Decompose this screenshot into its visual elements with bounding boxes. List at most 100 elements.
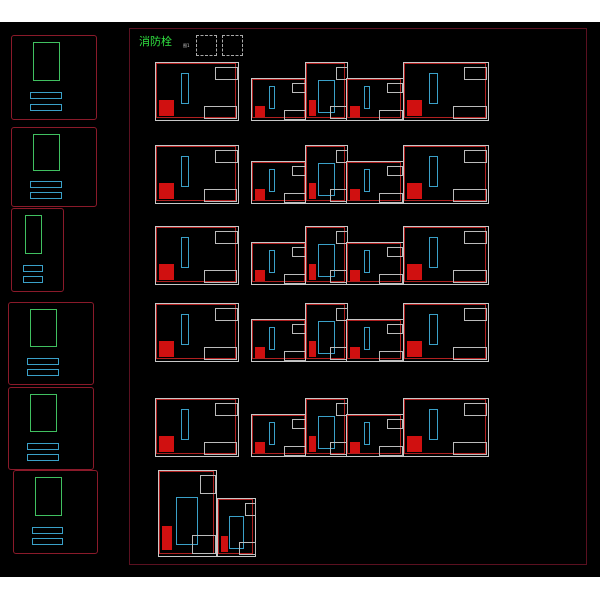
title-block bbox=[452, 188, 487, 203]
stamp-block bbox=[200, 475, 217, 494]
door-detail bbox=[268, 250, 275, 273]
door-detail bbox=[268, 86, 275, 109]
sheet-r2-a bbox=[155, 145, 239, 204]
sheet-r1-b bbox=[251, 78, 308, 121]
notes-block bbox=[309, 100, 317, 116]
sheet-border bbox=[306, 146, 345, 201]
title-block bbox=[283, 109, 307, 120]
title-block bbox=[203, 346, 237, 361]
sheet-border bbox=[404, 227, 486, 282]
sheet-r4-c bbox=[305, 303, 348, 362]
sheet-r4-b bbox=[251, 319, 308, 362]
door-detail bbox=[268, 327, 275, 350]
stamp-block bbox=[464, 231, 488, 245]
notes-block bbox=[350, 269, 361, 282]
sheet-r4-d bbox=[346, 319, 404, 362]
door-section bbox=[30, 92, 62, 100]
door-elevation bbox=[30, 394, 58, 433]
stamp-block bbox=[244, 503, 256, 517]
stamp-block bbox=[335, 308, 348, 322]
notes-block bbox=[407, 264, 423, 280]
notes-block bbox=[350, 105, 361, 118]
drawing-frame bbox=[129, 28, 587, 565]
door-elevation bbox=[24, 215, 43, 254]
notes-block bbox=[159, 341, 174, 357]
sheet-r1-d bbox=[346, 78, 404, 121]
stamp-block bbox=[387, 419, 404, 430]
left-panel-1 bbox=[11, 35, 97, 120]
sheet-r1-a bbox=[155, 62, 239, 121]
door-elevation bbox=[30, 309, 58, 348]
notes-block bbox=[407, 436, 423, 452]
title-block bbox=[452, 269, 487, 284]
door-detail bbox=[268, 422, 275, 445]
legend-square-1 bbox=[196, 35, 217, 56]
sheet-border bbox=[347, 243, 401, 282]
door-detail bbox=[180, 314, 190, 345]
door-detail bbox=[318, 80, 335, 114]
sheet-r5-d bbox=[346, 414, 404, 457]
door-detail bbox=[180, 237, 190, 268]
notes-block bbox=[407, 341, 423, 357]
left-panel-4 bbox=[8, 302, 94, 385]
door-detail bbox=[429, 409, 438, 440]
door-detail bbox=[180, 409, 190, 440]
stamp-block bbox=[464, 67, 488, 81]
notes-block bbox=[350, 441, 361, 454]
sheet-border bbox=[252, 243, 305, 282]
door-detail bbox=[229, 516, 245, 550]
sheet-r4-e bbox=[403, 303, 489, 362]
drawing-title: 消防栓 bbox=[139, 35, 172, 48]
door-detail bbox=[268, 169, 275, 192]
title-block bbox=[379, 350, 403, 361]
title-block bbox=[283, 192, 307, 203]
sheet-r5-a bbox=[155, 398, 239, 457]
legend-label: 图1 bbox=[183, 43, 190, 48]
title-block bbox=[283, 445, 307, 456]
sheet-border bbox=[347, 415, 401, 454]
sheet-r2-b bbox=[251, 161, 308, 204]
door-detail bbox=[429, 73, 438, 104]
stamp-block bbox=[335, 67, 348, 81]
sheet-border bbox=[252, 415, 305, 454]
stamp-block bbox=[464, 308, 488, 322]
sheet-border bbox=[218, 499, 253, 554]
notes-block bbox=[255, 441, 265, 454]
title-block bbox=[329, 188, 348, 203]
door-detail bbox=[180, 73, 190, 104]
door-plan bbox=[23, 276, 44, 284]
sheet-r3-d bbox=[346, 242, 404, 285]
notes-block bbox=[350, 346, 361, 359]
stamp-block bbox=[215, 67, 238, 81]
title-block bbox=[452, 105, 487, 120]
door-section bbox=[30, 181, 62, 189]
door-detail bbox=[318, 321, 335, 355]
door-detail bbox=[363, 169, 371, 192]
door-detail bbox=[429, 237, 438, 268]
notes-block bbox=[309, 183, 317, 199]
sheet-border bbox=[252, 320, 305, 359]
stamp-block bbox=[215, 308, 238, 322]
door-section bbox=[23, 264, 44, 272]
door-detail bbox=[429, 156, 438, 187]
door-plan bbox=[30, 104, 62, 112]
notes-block bbox=[309, 264, 317, 280]
sheet-border bbox=[404, 63, 486, 118]
drawing-canvas[interactable]: 消防栓 图1 bbox=[0, 22, 600, 577]
notes-block bbox=[255, 346, 265, 359]
stamp-block bbox=[215, 231, 238, 245]
stamp-block bbox=[387, 166, 404, 177]
notes-block bbox=[309, 341, 317, 357]
door-elevation bbox=[34, 477, 62, 516]
title-block bbox=[203, 188, 237, 203]
title-block bbox=[452, 441, 487, 456]
sheet-r1-c bbox=[305, 62, 348, 121]
door-detail bbox=[176, 496, 199, 546]
title-block bbox=[283, 350, 307, 361]
stamp-block bbox=[215, 403, 238, 417]
title-block bbox=[379, 273, 403, 284]
door-detail bbox=[363, 327, 371, 350]
left-panel-2 bbox=[11, 127, 97, 207]
notes-block bbox=[221, 536, 228, 552]
